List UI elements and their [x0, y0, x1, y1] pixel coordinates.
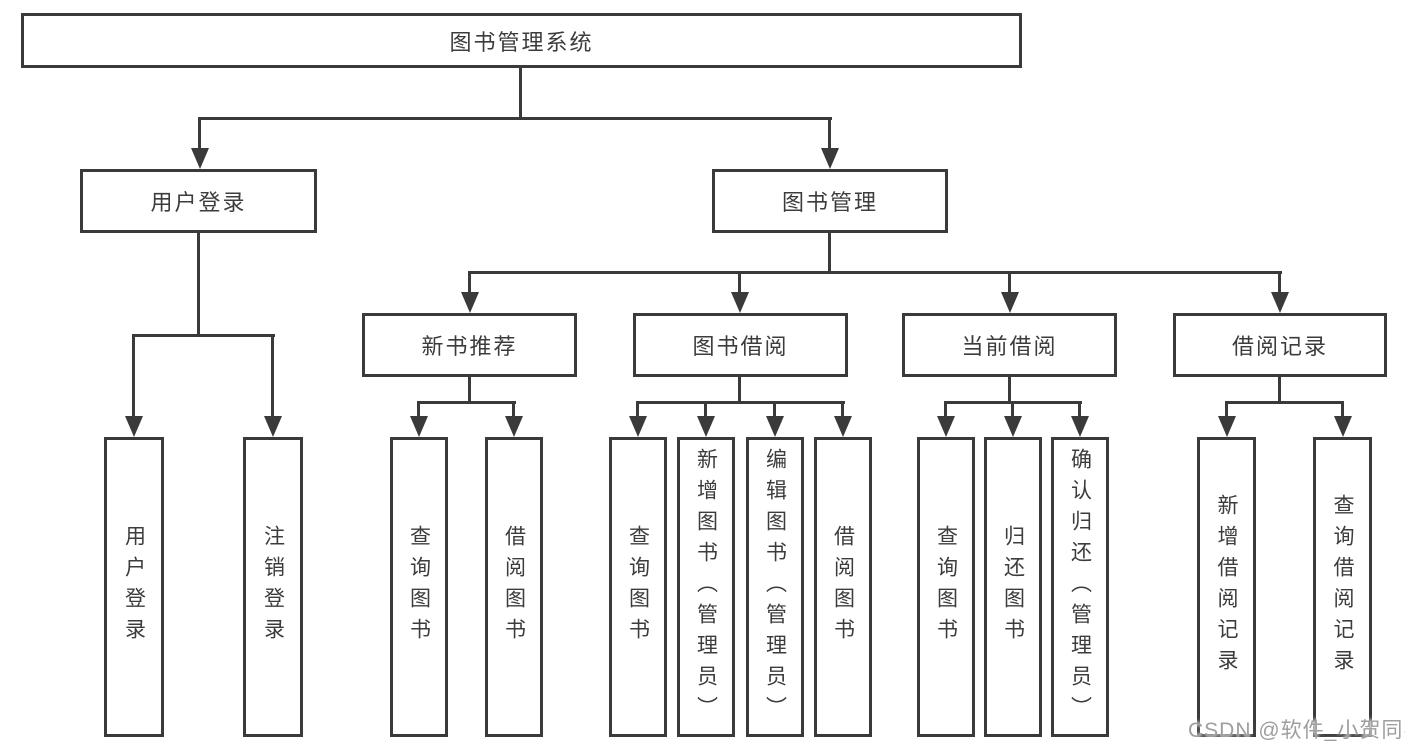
node-borrow-records: 借阅记录: [1173, 313, 1387, 377]
connector-current-borrow-stub: [1008, 376, 1011, 404]
arrow-to-leaf4-icon: [505, 416, 523, 437]
leaf-confirm-return-admin: 确认归还（管理员）: [1051, 437, 1109, 737]
arrow-to-leaf7-icon: [766, 416, 784, 437]
leaf-return-books-label: 归还图书: [1001, 525, 1025, 649]
arrow-to-leaf6-icon: [697, 416, 715, 437]
node-new-book-recommend-label: 新书推荐: [421, 334, 518, 359]
arrow-to-leaf13-icon: [1334, 416, 1352, 437]
leaf-borrow-books-recommend-label: 借阅图书: [502, 525, 526, 649]
connector-borrow-records-stub: [1278, 376, 1281, 404]
leaf-user-login-label: 用户登录: [122, 525, 146, 649]
connector-leaf8-shaft: [841, 401, 844, 419]
leaf-logout: 注销登录: [243, 437, 303, 737]
leaf-query-books-recommend-label: 查询图书: [407, 525, 431, 649]
arrow-to-current-borrow-icon: [1001, 292, 1019, 313]
leaf-confirm-return-admin-label: 确认归还（管理员）: [1068, 447, 1092, 727]
arrow-to-leaf3-icon: [410, 416, 428, 437]
arrow-to-leaf5-icon: [629, 416, 647, 437]
leaf-borrow-books-label: 借阅图书: [831, 525, 855, 649]
node-current-borrow-label: 当前借阅: [961, 334, 1058, 359]
leaf-user-login: 用户登录: [104, 437, 164, 737]
connector-root-right-shaft: [828, 117, 831, 150]
leaf-add-borrow-record: 新增借阅记录: [1197, 437, 1256, 737]
leaf-query-books-current: 查询图书: [917, 437, 975, 737]
connector-root-hbar: [199, 117, 832, 120]
leaf-return-books: 归还图书: [984, 437, 1042, 737]
csdn-watermark: CSDN @软件_小贺同学: [1188, 719, 1405, 742]
arrow-to-leaf12-icon: [1218, 416, 1236, 437]
node-book-management-label: 图书管理: [781, 190, 878, 215]
arrow-to-book-borrow-icon: [731, 292, 749, 313]
arrow-to-leaf8-icon: [834, 416, 852, 437]
leaf-query-borrow-record: 查询借阅记录: [1313, 437, 1372, 737]
leaf-borrow-books: 借阅图书: [814, 437, 872, 737]
leaf-query-books-current-label: 查询图书: [934, 525, 958, 649]
arrow-to-borrow-records-icon: [1271, 292, 1289, 313]
connector-borrow-records-hbar: [1225, 401, 1344, 404]
arrow-to-leaf11-icon: [1071, 416, 1089, 437]
leaf-edit-books-admin-label: 编辑图书（管理员）: [763, 447, 787, 727]
arrow-to-new-book-icon: [461, 292, 479, 313]
connector-leaf13-shaft: [1341, 401, 1344, 419]
connector-l3b-shaft: [738, 271, 741, 294]
connector-user-login-stub: [197, 232, 200, 336]
connector-leaf11-shaft: [1078, 401, 1081, 419]
connector-leaf9-shaft: [944, 401, 947, 419]
node-book-borrow: 图书借阅: [633, 313, 848, 377]
leaf-add-borrow-record-label: 新增借阅记录: [1215, 494, 1239, 680]
connector-book-management-stub: [828, 232, 831, 274]
leaf-query-books-borrow-label: 查询图书: [626, 525, 650, 649]
connector-new-book-hbar: [417, 401, 516, 404]
connector-l3d-shaft: [1278, 271, 1281, 294]
node-user-login-label: 用户登录: [150, 190, 247, 215]
connector-leaf4-shaft: [512, 401, 515, 419]
connector-l3a-shaft: [468, 271, 471, 294]
leaf-borrow-books-recommend: 借阅图书: [485, 437, 543, 737]
leaf-add-books-admin-label: 新增图书（管理员）: [694, 447, 718, 727]
connector-leaf7-shaft: [773, 401, 776, 419]
connector-root-left-shaft: [198, 117, 201, 150]
arrow-to-leaf10-icon: [1004, 416, 1022, 437]
connector-leaf3-shaft: [417, 401, 420, 419]
connector-leaf12-shaft: [1225, 401, 1228, 419]
connector-book-borrow-stub: [738, 376, 741, 404]
node-user-login: 用户登录: [80, 169, 317, 233]
node-current-borrow: 当前借阅: [902, 313, 1117, 377]
node-root: 图书管理系统: [21, 13, 1022, 68]
leaf-query-borrow-record-label: 查询借阅记录: [1331, 494, 1355, 680]
node-book-management: 图书管理: [712, 169, 948, 233]
leaf-add-books-admin: 新增图书（管理员）: [677, 437, 735, 737]
connector-root-stub: [519, 65, 522, 120]
node-borrow-records-label: 借阅记录: [1231, 334, 1328, 359]
connector-leaf10-shaft: [1011, 401, 1014, 419]
leaf-logout-label: 注销登录: [261, 525, 285, 649]
leaf-query-books-recommend: 查询图书: [390, 437, 448, 737]
node-root-label: 图书管理系统: [449, 29, 594, 55]
leaf-edit-books-admin: 编辑图书（管理员）: [746, 437, 804, 737]
connector-leaf6-shaft: [704, 401, 707, 419]
connector-leaf1-shaft: [132, 334, 135, 418]
connector-l3c-shaft: [1008, 271, 1011, 294]
arrow-to-leaf-login-icon: [125, 416, 143, 437]
arrow-to-book-management-icon: [821, 148, 839, 169]
connector-user-login-hbar: [132, 334, 275, 337]
arrow-to-leaf-logout-icon: [264, 416, 282, 437]
node-new-book-recommend: 新书推荐: [362, 313, 577, 377]
connector-leaf5-shaft: [636, 401, 639, 419]
node-book-borrow-label: 图书借阅: [692, 334, 789, 359]
arrow-to-user-login-icon: [191, 148, 209, 169]
connector-leaf2-shaft: [271, 334, 274, 418]
connector-book-borrow-hbar: [636, 401, 845, 404]
arrow-to-leaf9-icon: [937, 416, 955, 437]
leaf-query-books-borrow: 查询图书: [609, 437, 667, 737]
connector-new-book-stub: [468, 376, 471, 404]
connector-book-management-hbar: [468, 271, 1282, 274]
